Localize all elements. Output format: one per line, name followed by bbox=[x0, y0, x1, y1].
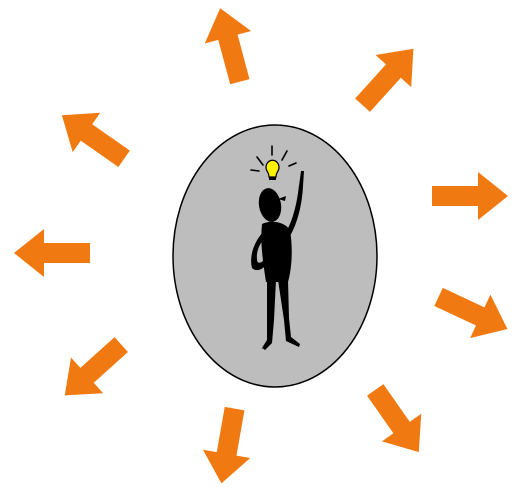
arrow-right-icon bbox=[432, 172, 508, 220]
arrow-left-icon bbox=[14, 229, 90, 277]
arrow-down-right-icon bbox=[428, 275, 512, 351]
arrow-up-left-icon bbox=[48, 96, 138, 179]
arrow-down-left-icon bbox=[49, 327, 138, 414]
arrow-up-right-icon bbox=[345, 33, 432, 122]
arrow-up-icon bbox=[197, 2, 263, 88]
arrow-down-icon bbox=[198, 404, 258, 487]
arrow-down-right-lower-icon bbox=[356, 376, 439, 466]
